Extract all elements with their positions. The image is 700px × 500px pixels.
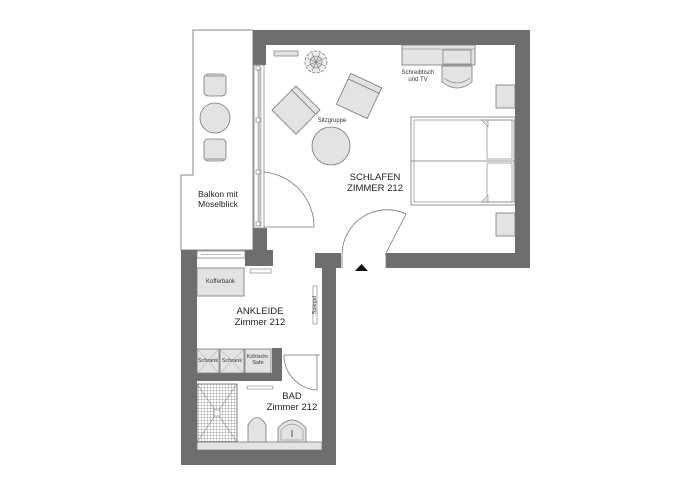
armchair: [335, 72, 383, 120]
towel-rail: [246, 385, 274, 390]
balcony-door: [263, 171, 315, 228]
balcony: [180, 29, 254, 251]
kuehlschrank-label-line1: Kühlschr.: [246, 354, 270, 360]
nightstand: [495, 212, 516, 237]
room-name: ANKLEIDE: [236, 306, 284, 317]
schrank-label: Schrank: [221, 358, 243, 364]
room-label-bad: BAD Zimmer 212: [252, 391, 332, 414]
armchair: [271, 85, 321, 135]
desk-label: Schreibtisch und TV: [396, 70, 440, 84]
spiegel: [312, 285, 318, 325]
room-label-ankleide: ANKLEIDE Zimmer 212: [220, 306, 300, 329]
room-name: BAD: [282, 391, 302, 402]
desk-label-line2: und TV: [408, 76, 428, 83]
spiegel-label: Spiegel: [311, 295, 318, 315]
kuehlschrank-label-line2: Safe: [252, 360, 264, 367]
balcony-label: Balkon mit Moselblick: [186, 189, 250, 210]
desk-label-line1: Schreibtisch: [401, 70, 435, 76]
desk-chair: [441, 65, 473, 89]
room-label-schlafen: SCHLAFEN ZIMMER 212: [335, 172, 415, 195]
bedroom-furniture: [271, 44, 516, 237]
schrank-label: Schrank: [197, 358, 219, 364]
vanity-counter: [196, 441, 323, 451]
bathroom-fixtures: [196, 383, 323, 451]
balcony-chair: [203, 138, 227, 162]
kuehlschrank-label: Kühlschr. Safe: [245, 354, 271, 367]
room-number: Zimmer 212: [234, 316, 286, 328]
plant-icon: [304, 50, 328, 74]
coffee-table: [311, 126, 351, 166]
kofferbank: [196, 267, 245, 297]
balcony-label-line1: Balkon mit: [198, 189, 238, 199]
balcony-table: [199, 102, 231, 134]
kofferbank-label: Kofferbank: [206, 279, 235, 285]
balcony-glass-door: [253, 64, 265, 229]
sitzgruppe-label: Sitzgruppe: [317, 118, 347, 124]
room-name: SCHLAFEN: [349, 172, 401, 183]
room-number: Zimmer 212: [266, 401, 318, 413]
toilet: [247, 417, 267, 444]
shelf: [273, 50, 299, 57]
bathroom-door: [283, 354, 318, 391]
desk: [401, 44, 476, 66]
balcony-chair: [203, 73, 227, 97]
balcony-label-line2: Moselblick: [198, 198, 238, 209]
double-bed: [410, 116, 516, 206]
ankleide-furniture: [196, 250, 318, 374]
entrance-arrow-icon: [355, 264, 368, 271]
bedroom-entry-door: [341, 209, 407, 256]
doors: [263, 171, 407, 391]
room-number: ZIMMER 212: [347, 182, 403, 194]
schrank: [219, 348, 245, 374]
schrank: [196, 348, 220, 374]
radiator: [249, 268, 272, 274]
nightstand: [495, 84, 516, 109]
kuehlschrank-safe: [244, 348, 272, 374]
walls: [181, 30, 530, 465]
